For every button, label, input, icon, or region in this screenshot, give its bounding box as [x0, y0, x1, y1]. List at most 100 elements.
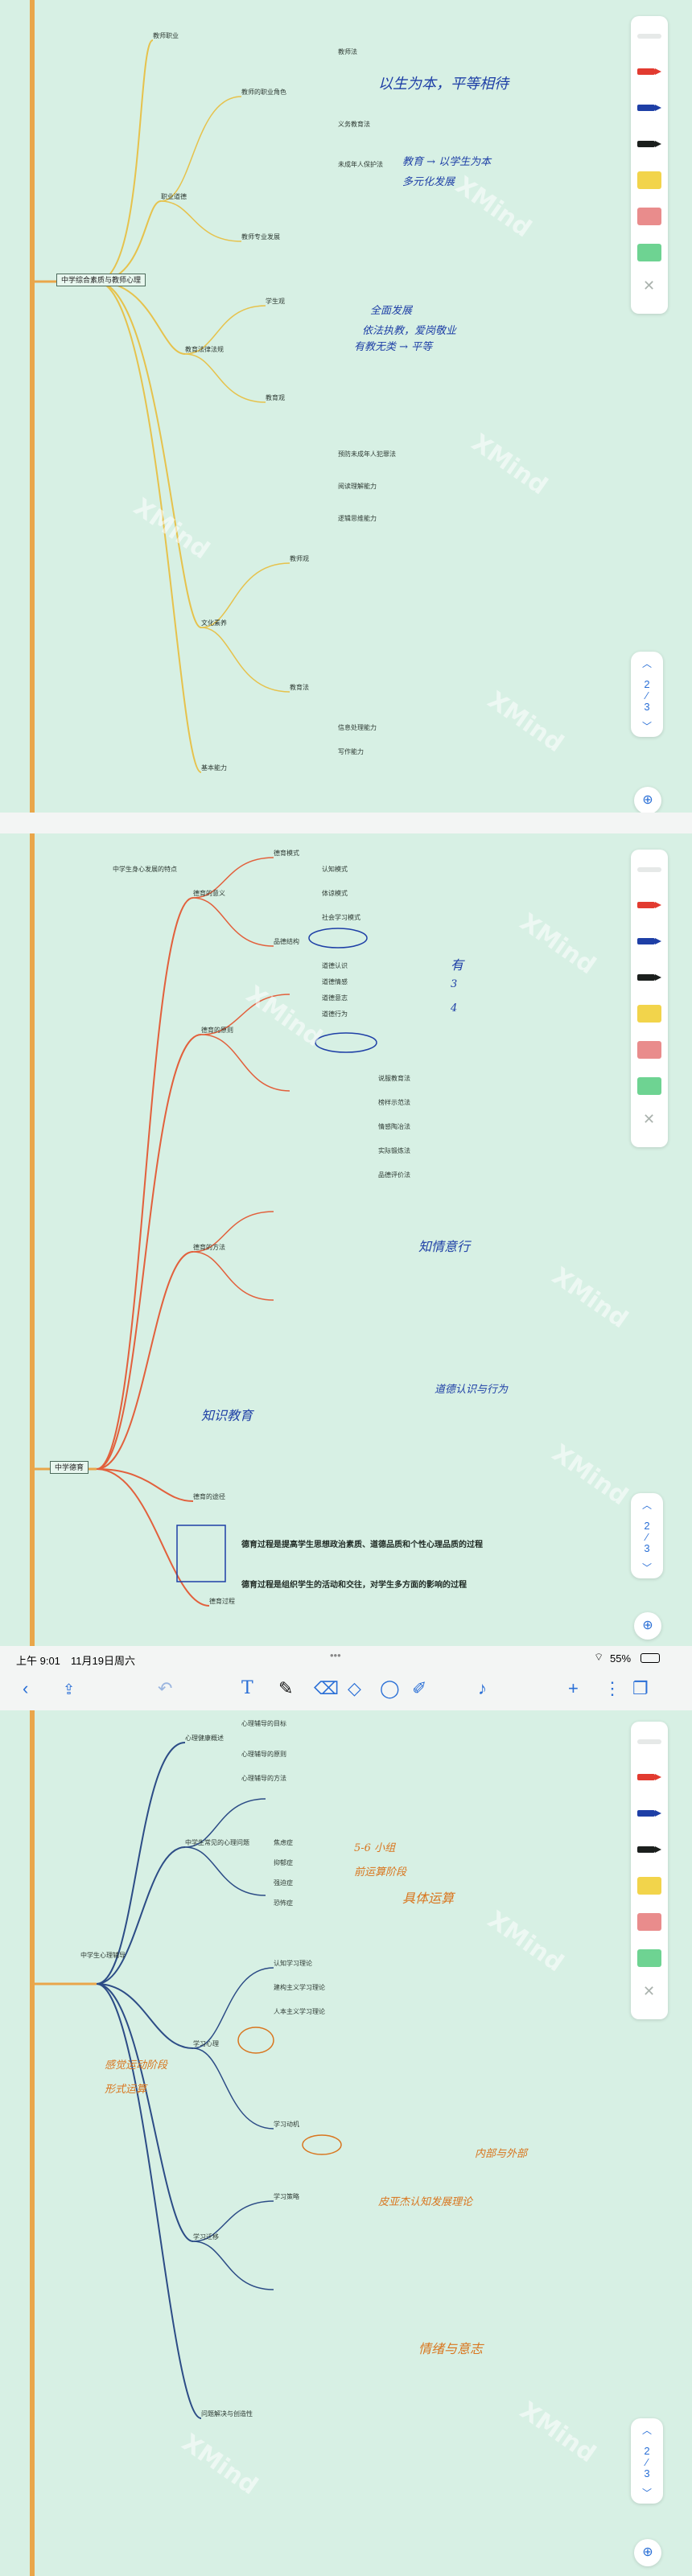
- mindmap-panel-2[interactable]: 中学德育 中学生身心发展的特点 德育的意义 德育的原则 德育的方法 德育的途径 …: [0, 833, 692, 1646]
- topic-15[interactable]: 预防未成年人犯罪法: [338, 451, 396, 458]
- close-icon[interactable]: ✕: [643, 1983, 656, 1999]
- topic-13[interactable]: 义务教育法: [338, 121, 370, 128]
- topic-6[interactable]: 德育过程: [209, 1598, 235, 1605]
- topic-18[interactable]: 信息处理能力: [338, 724, 377, 731]
- topic-3[interactable]: 教育法律法规: [185, 346, 224, 353]
- page-navigator[interactable]: ︿ 2 ⁄ 3 ﹀: [631, 652, 663, 737]
- topic-9[interactable]: 体谅模式: [322, 890, 348, 897]
- topic-16[interactable]: 说服教育法: [378, 1075, 410, 1082]
- blue-pen[interactable]: [637, 97, 661, 119]
- topic-12[interactable]: 教师法: [338, 48, 357, 56]
- chevron-up-icon[interactable]: ︿: [641, 1500, 652, 1511]
- topic-3[interactable]: 德育的原则: [201, 1027, 233, 1034]
- red-pen[interactable]: [637, 894, 661, 916]
- topic-17[interactable]: 榜样示范法: [378, 1099, 410, 1106]
- topic-19[interactable]: 实际锻炼法: [378, 1147, 410, 1154]
- topic-1[interactable]: 心理健康概述: [185, 1734, 224, 1742]
- root-topic[interactable]: 中学生心理辅导: [80, 1952, 126, 1959]
- close-icon[interactable]: ✕: [643, 1111, 656, 1127]
- topic-4[interactable]: 心理辅导的方法: [241, 1775, 286, 1782]
- topic-12[interactable]: 道德认识: [322, 962, 348, 969]
- highlighter-icon[interactable]: ✐: [412, 1678, 427, 1698]
- blue-pen[interactable]: [637, 930, 661, 953]
- mic-icon[interactable]: ♪: [478, 1678, 487, 1698]
- topic-2[interactable]: 德育的意义: [193, 890, 225, 897]
- topic-9[interactable]: 恐怖症: [274, 1899, 293, 1907]
- topic-15[interactable]: 学习迁移: [193, 2233, 219, 2241]
- green-highlighter[interactable]: [637, 1947, 661, 1969]
- back-chevron-icon[interactable]: ‹: [23, 1678, 29, 1698]
- more-icon[interactable]: ⋮: [603, 1678, 621, 1698]
- green-highlighter[interactable]: [637, 1075, 661, 1097]
- page-navigator[interactable]: ︿ 2 ⁄ 3 ﹀: [631, 1493, 663, 1578]
- lasso-icon[interactable]: ◇: [348, 1678, 361, 1698]
- topic-1[interactable]: 中学生身心发展的特点: [113, 866, 177, 873]
- chevron-down-icon[interactable]: ﹀: [641, 1562, 652, 1574]
- shape-icon[interactable]: ◯: [380, 1678, 400, 1698]
- chevron-up-icon[interactable]: ︿: [641, 658, 652, 669]
- topic-9[interactable]: 教育观: [266, 394, 285, 401]
- zoom-icon[interactable]: ⊕: [634, 787, 661, 813]
- topic-13[interactable]: 道德情感: [322, 978, 348, 986]
- text-tool-icon[interactable]: T: [241, 1678, 253, 1698]
- zoom-icon[interactable]: ⊕: [634, 2539, 661, 2566]
- yellow-highlighter[interactable]: [637, 169, 661, 191]
- topic-11[interactable]: 教育法: [290, 684, 309, 691]
- topic-20[interactable]: 品德评价法: [378, 1171, 410, 1179]
- pen-icon[interactable]: ✎: [278, 1678, 294, 1698]
- topic-12[interactable]: 建构主义学习理论: [274, 1984, 325, 1991]
- topic-14[interactable]: 道德意志: [322, 994, 348, 1002]
- red-highlighter[interactable]: [637, 205, 661, 228]
- close-icon[interactable]: ✕: [643, 278, 656, 294]
- topic-8[interactable]: 认知模式: [322, 866, 348, 873]
- topic-8[interactable]: 学生观: [266, 298, 285, 305]
- dark-pen[interactable]: [637, 966, 661, 989]
- topic-7[interactable]: 德育模式: [274, 850, 299, 857]
- page-navigator[interactable]: ︿ 2 ⁄ 3 ﹀: [631, 2418, 663, 2504]
- topic-15[interactable]: 道德行为: [322, 1010, 348, 1018]
- topic-8[interactable]: 强迫症: [274, 1879, 293, 1887]
- topic-2[interactable]: 职业道德: [161, 193, 187, 200]
- dark-pen[interactable]: [637, 133, 661, 155]
- topic-6[interactable]: 焦虑症: [274, 1839, 293, 1846]
- topic-7[interactable]: 教师专业发展: [241, 233, 280, 241]
- gray-pen[interactable]: [637, 858, 661, 880]
- topic-14[interactable]: 学习动机: [274, 2121, 299, 2128]
- red-highlighter[interactable]: [637, 1911, 661, 1933]
- red-pen[interactable]: [637, 1766, 661, 1788]
- pages-icon[interactable]: ❐: [632, 1678, 649, 1698]
- topic-4[interactable]: 文化素养: [201, 619, 227, 627]
- topic-10[interactable]: 社会学习模式: [322, 914, 360, 921]
- red-highlighter[interactable]: [637, 1039, 661, 1061]
- root-topic[interactable]: 中学德育: [50, 1461, 89, 1474]
- topic-5[interactable]: 中学生常见的心理问题: [185, 1839, 249, 1846]
- mindmap-panel-1[interactable]: 中学综合素质与教师心理 教师职业 职业道德 教育法律法规 文化素养 基本能力 教…: [0, 0, 692, 813]
- multitask-dots-icon[interactable]: •••: [330, 1649, 341, 1661]
- topic-5[interactable]: 德育的途径: [193, 1493, 225, 1500]
- topic-7[interactable]: 抑郁症: [274, 1859, 293, 1866]
- chevron-down-icon[interactable]: ﹀: [641, 721, 652, 732]
- topic-16[interactable]: 阅读理解能力: [338, 483, 377, 490]
- topic-16[interactable]: 学习策略: [274, 2193, 299, 2200]
- topic-13[interactable]: 人本主义学习理论: [274, 2008, 325, 2015]
- add-icon[interactable]: +: [568, 1678, 579, 1698]
- topic-14[interactable]: 未成年人保护法: [338, 161, 383, 168]
- zoom-icon[interactable]: ⊕: [634, 1612, 661, 1640]
- blue-pen[interactable]: [637, 1802, 661, 1825]
- chevron-up-icon[interactable]: ︿: [641, 2425, 652, 2436]
- topic-2[interactable]: 心理辅导的目标: [241, 1720, 286, 1727]
- topic-3[interactable]: 心理辅导的原则: [241, 1751, 286, 1758]
- undo-icon[interactable]: ↶: [158, 1678, 173, 1698]
- topic-18[interactable]: 情感陶冶法: [378, 1123, 410, 1130]
- topic-10[interactable]: 教师观: [290, 555, 309, 562]
- red-pen[interactable]: [637, 60, 661, 83]
- topic-6[interactable]: 教师的职业角色: [241, 88, 286, 96]
- topic-11[interactable]: 品德结构: [274, 938, 299, 945]
- topic-4[interactable]: 德育的方法: [193, 1244, 225, 1251]
- chevron-down-icon[interactable]: ﹀: [641, 2488, 652, 2499]
- eraser-icon[interactable]: ⌫: [314, 1678, 340, 1698]
- green-highlighter[interactable]: [637, 241, 661, 264]
- topic-17[interactable]: 问题解决与创造性: [201, 2410, 253, 2418]
- share-icon[interactable]: ⇪: [63, 1681, 76, 1697]
- gray-pen[interactable]: [637, 24, 661, 47]
